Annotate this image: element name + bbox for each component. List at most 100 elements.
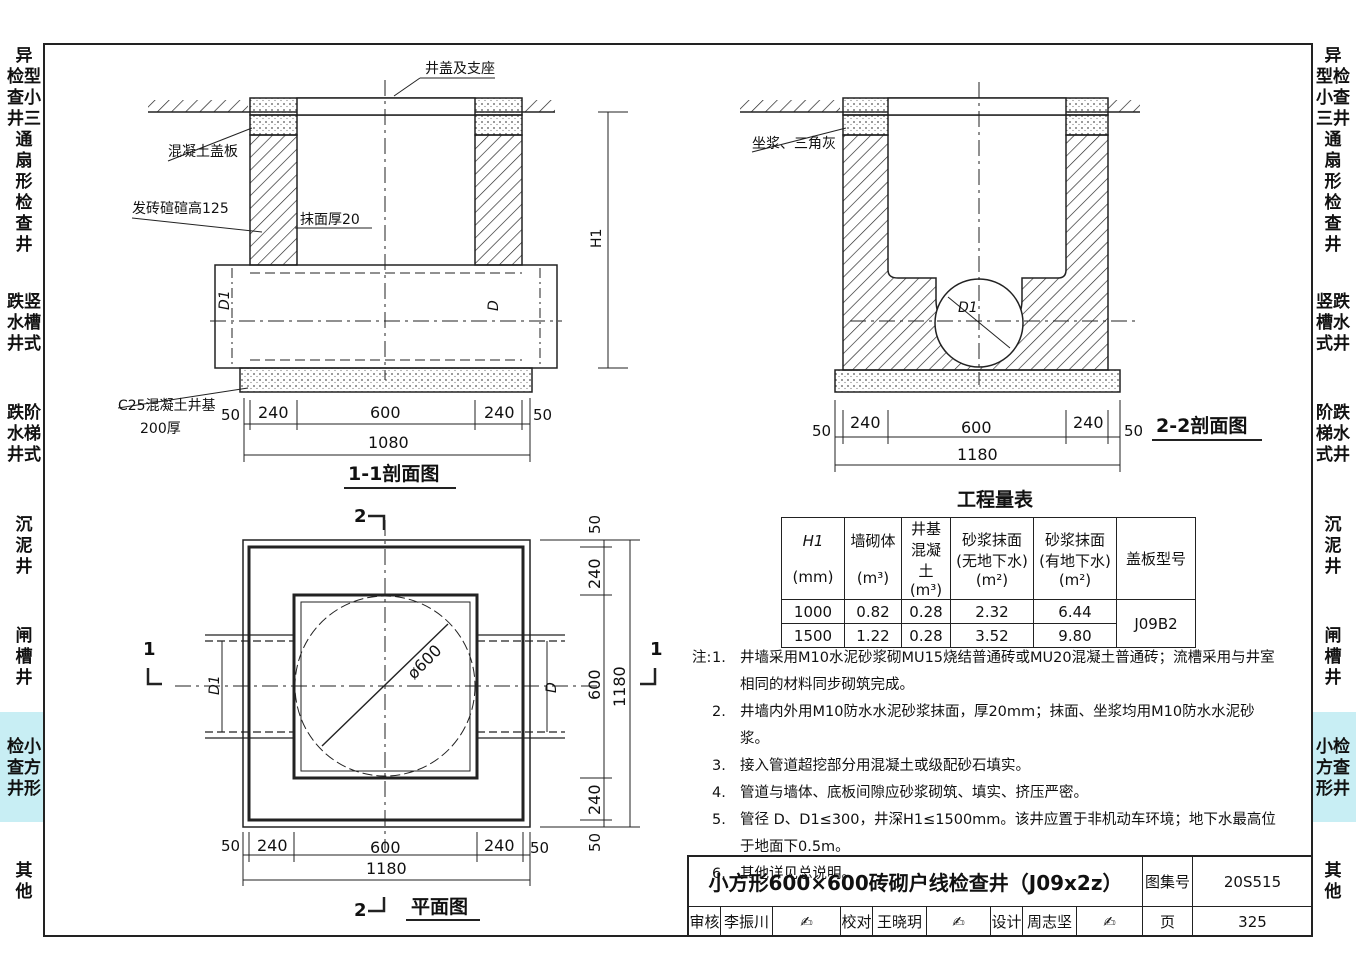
side-tab-r-0[interactable]: 异 型检 小查 三井 通 扇 形 检 查 井: [1316, 46, 1350, 255]
check-label: 校对: [841, 907, 873, 937]
label-slab: 混凝土盖板: [168, 144, 238, 160]
designer-signature: ✍: [1077, 907, 1143, 937]
dim-11-4: 50: [533, 406, 552, 424]
side-tab-r-5[interactable]: 小检 方查 形井: [1316, 737, 1350, 799]
cut-1-right: 1: [650, 639, 663, 660]
reviewer-signature: ✍: [773, 907, 841, 937]
dim-plan-r-4: 50: [586, 833, 604, 852]
dim-plan-b-3: 240: [484, 836, 515, 855]
dim-plan-b-4: 50: [530, 839, 549, 857]
dim-22-4: 50: [1124, 422, 1143, 440]
pipe: [214, 264, 558, 369]
cut-1-left: 1: [143, 639, 156, 660]
dim-plan-r-2: 600: [585, 669, 604, 700]
note-item: 注:1.井墙采用M10水泥砂浆砌MU15烧结普通砖或MU20混凝土普通砖；流槽采…: [692, 650, 1275, 693]
review-label: 审核: [689, 907, 721, 937]
dim-plan-b-1: 240: [257, 836, 288, 855]
table-row: 1500 1.22 0.28 3.52 9.80: [781, 623, 1196, 648]
notes: 注:1.井墙采用M10水泥砂浆砌MU15烧结普通砖或MU20混凝土普通砖；流槽采…: [692, 645, 1282, 888]
reviewer-name: 李振川: [721, 907, 773, 937]
cap-right: [474, 114, 523, 136]
label-d-plan: D: [544, 682, 560, 693]
cut-2-top: 2: [354, 506, 367, 527]
checker-name: 王晓玥: [873, 907, 927, 937]
dim-plan-r-3: 240: [585, 784, 604, 815]
section-1-1: 井盖及支座 混凝土盖板 发砖碹碹高125 抹面厚20 C25混凝土井基 200厚…: [117, 61, 628, 489]
side-tab-l-0[interactable]: 异 检型 查小 井三 通 扇 形 检 查 井: [7, 46, 41, 255]
label-base-2: 200厚: [140, 421, 181, 437]
table-row: 1000 0.82 0.28 2.32 6.44 J09B2: [781, 599, 1196, 648]
label-diameter: ø600: [403, 641, 445, 683]
note-item: 4.管道与墙体、底板间隙应砂浆砌筑、填实、挤压严密。: [712, 785, 1088, 801]
ground-hatch-right-22: [1108, 100, 1140, 112]
base-slab: [239, 367, 533, 393]
dim-22-3: 240: [1073, 413, 1104, 432]
cap-left: [249, 114, 298, 136]
side-tab-l-2[interactable]: 跌阶 水梯 井式: [7, 403, 41, 465]
title-block: 小方形600×600砖砌户线检查井（J09x2z） 图集号 20S515 审核 …: [687, 855, 1313, 937]
plan-view: ø600 D1 D 1 1 2 2 50 240 600: [143, 506, 663, 921]
dim-plan-b-total: 1180: [366, 859, 407, 878]
side-tab-l-4[interactable]: 闸 槽 井: [15, 626, 33, 688]
dim-plan-b-2: 600: [370, 838, 401, 857]
dim-plan-r-total: 1180: [610, 666, 629, 707]
label-h1: H1: [589, 229, 605, 248]
side-tab-l-6[interactable]: 其 他: [15, 861, 33, 902]
label-d-11: D: [486, 300, 502, 311]
dim-11-3: 240: [484, 403, 515, 422]
note-item: 2.井墙内外用M10防水水泥砂浆抹面，厚20mm；抹面、坐浆均用M10防水水泥砂…: [712, 704, 1255, 747]
wall-right: [474, 134, 523, 266]
ground-hatch-left: [148, 100, 248, 112]
ground-hatch-right: [525, 100, 555, 112]
quantity-table-title: 工程量表: [957, 488, 1034, 511]
dim-plan-b-0: 50: [221, 837, 240, 855]
qty-header-mortar-dry: 砂浆抹面(无地下水)(m²): [950, 517, 1034, 600]
note-item: 5.管径 D、D1≤300，井深H1≤1500mm。该井应置于非机动车环境；地下…: [712, 812, 1276, 855]
label-base-1: C25混凝土井基: [118, 397, 216, 414]
dim-22-0: 50: [812, 422, 831, 440]
dim-22-2: 600: [961, 418, 992, 437]
dim-11-0: 50: [221, 406, 240, 424]
atlas-label: 图集号: [1143, 857, 1193, 907]
side-tab-r-4[interactable]: 闸 槽 井: [1324, 626, 1342, 688]
dim-plan-r-0: 50: [586, 515, 604, 534]
dim-11-1: 240: [258, 403, 289, 422]
atlas-number: 20S515: [1193, 857, 1313, 907]
dim-22-1: 240: [850, 413, 881, 432]
label-plaster: 抹面厚20: [300, 212, 360, 228]
title-section-22: 2-2剖面图: [1156, 414, 1247, 437]
drawing-frame: [43, 43, 1313, 937]
designer-name: 周志坚: [1023, 907, 1077, 937]
section-2-2: D1 坐浆、三角灰 50 240 600 240 50 1180 2-2剖面图: [740, 82, 1262, 472]
label-d1-22: D1: [958, 300, 978, 316]
side-tab-r-6[interactable]: 其 他: [1324, 861, 1342, 902]
title-section-11: 1-1剖面图: [348, 462, 439, 485]
qty-header-base: 井基混凝土(m³): [901, 517, 951, 600]
dim-plan-r-1: 240: [585, 558, 604, 589]
side-tab-highlight-left: [0, 712, 43, 822]
label-d1-plan: D1: [207, 675, 223, 695]
label-brick: 发砖碹碹高125: [132, 200, 229, 217]
title-plan: 平面图: [411, 896, 468, 918]
side-tab-r-1[interactable]: 竖跌 槽水 式井: [1316, 292, 1350, 354]
drawing-title: 小方形600×600砖砌户线检查井（J09x2z）: [689, 857, 1143, 907]
side-tab-r-2[interactable]: 阶跌 梯水 式井: [1316, 403, 1350, 465]
dim-11-2: 600: [370, 403, 401, 422]
side-tab-l-1[interactable]: 跌竖 水槽 井式: [7, 292, 41, 354]
qty-header-h1: H1(mm): [781, 517, 845, 600]
qty-header-cover: 盖板型号: [1116, 517, 1196, 600]
side-tab-r-3[interactable]: 沉 泥 井: [1324, 515, 1342, 577]
dim-11-total: 1080: [368, 433, 409, 452]
quantity-table: H1(mm) 墙砌体(m³) 井基混凝土(m³) 砂浆抹面(无地下水)(m²) …: [781, 517, 1196, 648]
label-mortar: 坐浆、三角灰: [752, 136, 836, 152]
plan-outer: [242, 539, 531, 828]
wall-left: [249, 134, 298, 266]
label-cover: 井盖及支座: [425, 61, 495, 77]
side-tab-l-3[interactable]: 沉 泥 井: [15, 515, 33, 577]
side-tab-l-5[interactable]: 检小 查方 井形: [7, 737, 41, 799]
base-slab-22: [834, 369, 1121, 393]
note-item: 3.接入管道超挖部分用混凝土或级配砂石填实。: [712, 758, 1030, 774]
manhole-cover: [296, 97, 476, 116]
page-label: 页: [1143, 907, 1193, 937]
